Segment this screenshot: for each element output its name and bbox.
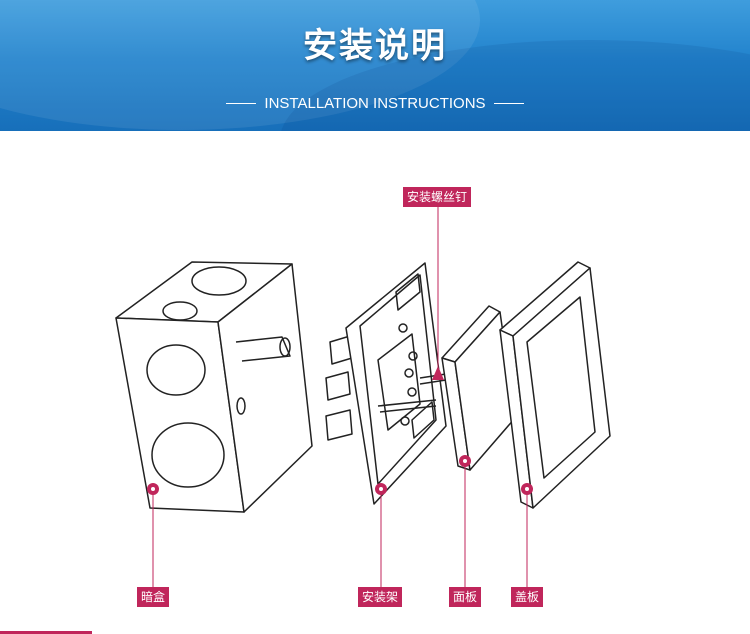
subtitle-row: INSTALLATION INSTRUCTIONS [0, 92, 750, 114]
mounting-bracket-drawing [325, 262, 447, 505]
label-cover: 盖板 [511, 587, 544, 607]
header-banner: 安装说明 INSTALLATION INSTRUCTIONS [0, 0, 750, 131]
label-screw: 安装螺丝钉 [403, 187, 472, 207]
junction-box-drawing [115, 261, 313, 513]
label-bracket: 安装架 [358, 587, 403, 607]
installation-diagram [115, 206, 611, 588]
page-subtitle: INSTALLATION INSTRUCTIONS [264, 94, 486, 112]
cover-plate-drawing [499, 261, 611, 509]
bottom-accent-bar [0, 631, 92, 634]
label-box: 暗盒 [137, 587, 170, 607]
pointer-dots [147, 455, 533, 495]
switch-panel-drawing [441, 305, 516, 471]
label-panel: 面板 [449, 587, 482, 607]
screw-arrow-head [432, 366, 444, 380]
subtitle-rule-right [493, 102, 524, 104]
subtitle-rule-left [226, 102, 257, 104]
page-title: 安装说明 [303, 26, 447, 66]
